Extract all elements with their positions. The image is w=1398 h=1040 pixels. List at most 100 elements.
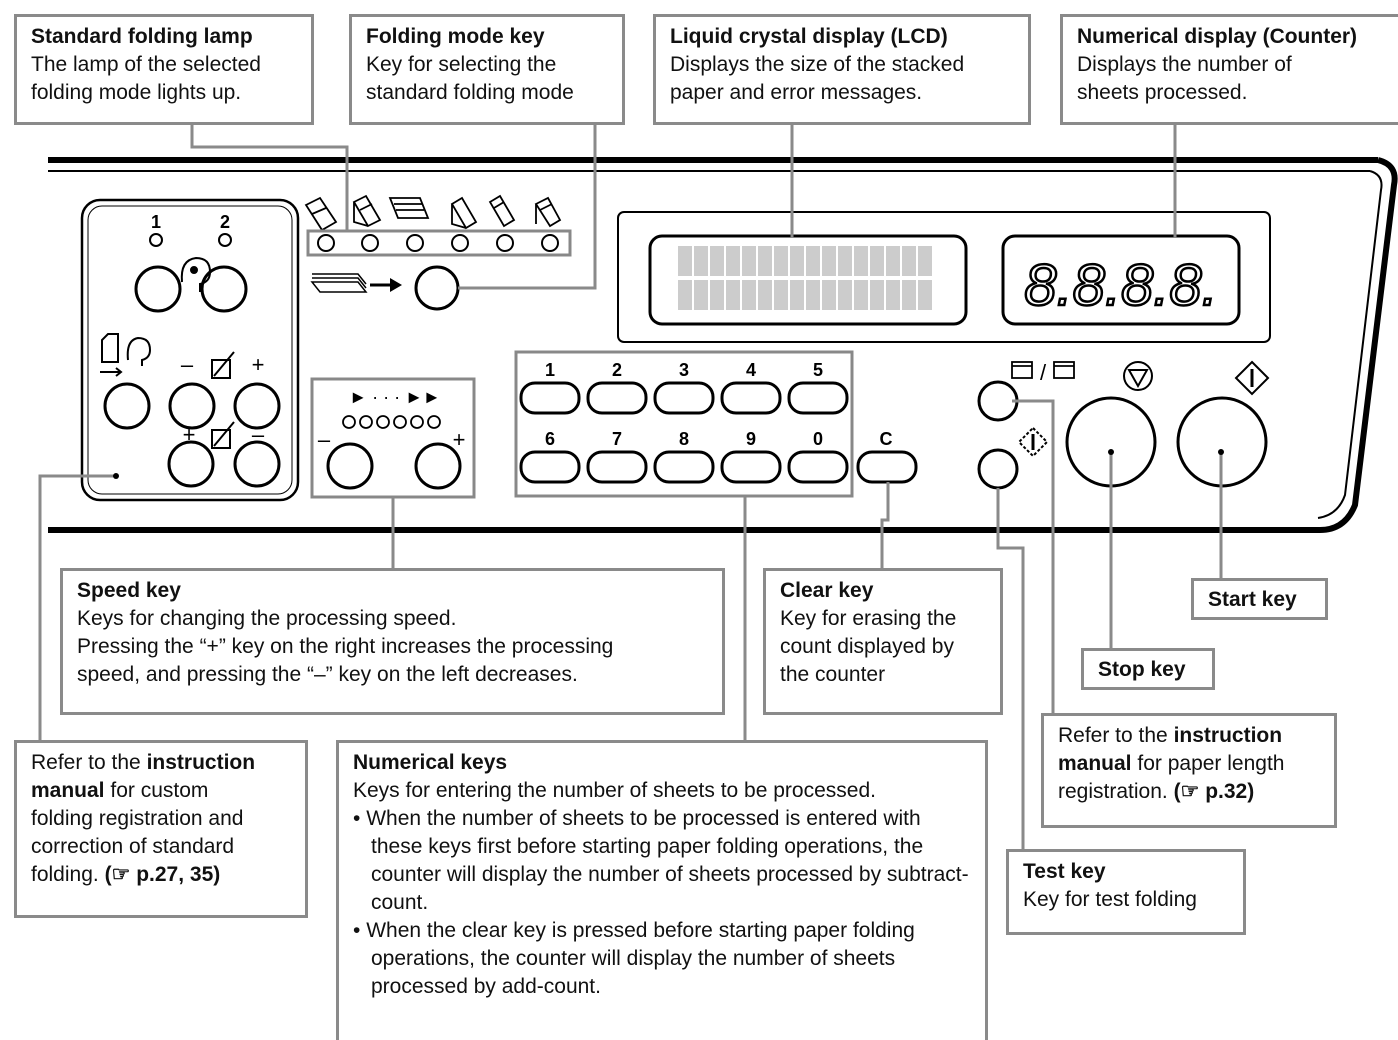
numeric-key-0[interactable] xyxy=(787,450,849,484)
fold-adjust-minus2-button[interactable] xyxy=(167,440,215,488)
bullet-item: • When the clear key is pressed before s… xyxy=(353,919,915,998)
text-bold: instruction xyxy=(1173,724,1283,747)
numeric-key-2[interactable] xyxy=(586,381,648,415)
paper-size-toggle-icon xyxy=(1011,361,1075,379)
lcd-cell xyxy=(918,246,932,276)
lcd-cell xyxy=(806,246,820,276)
lcd-cell xyxy=(710,246,724,276)
numeric-key-label: 3 xyxy=(679,360,689,380)
mode-1-label: 1 xyxy=(151,212,161,232)
fold-adjust-plus-button[interactable] xyxy=(233,382,281,430)
folding-mode-key[interactable] xyxy=(414,265,460,311)
toggle-slash: / xyxy=(1040,360,1047,385)
plus-sign: + xyxy=(252,352,265,377)
lcd-cell xyxy=(774,280,788,310)
mode-2-label: 2 xyxy=(220,212,230,232)
callout-title: Stop key xyxy=(1098,658,1186,681)
test-key[interactable] xyxy=(977,448,1019,490)
bullet-text: When the number of sheets to be processe… xyxy=(366,807,969,914)
text-bold: manual xyxy=(31,779,105,802)
numeric-key-5[interactable] xyxy=(787,381,849,415)
speed-minus-sign: – xyxy=(318,427,331,452)
numeric-key-9[interactable] xyxy=(720,450,782,484)
paper-length-register-key[interactable] xyxy=(977,380,1019,422)
callout-title: Clear key xyxy=(780,579,874,602)
numeric-key-label: 6 xyxy=(545,429,555,449)
lcd-cell xyxy=(678,280,692,310)
lcd-cell xyxy=(822,246,836,276)
left-subpanel xyxy=(80,198,300,502)
text-pre: Refer to the xyxy=(1058,724,1174,747)
lcd-cell xyxy=(726,246,740,276)
callout-line: count displayed by xyxy=(780,635,954,658)
clear-key[interactable] xyxy=(856,450,918,484)
paper-length-button[interactable] xyxy=(103,382,151,430)
mode-1-lamp xyxy=(149,233,163,247)
fold-lamp-6 xyxy=(541,234,559,252)
custom-mode-1-button[interactable] xyxy=(134,265,182,313)
lcd-cell xyxy=(790,280,804,310)
callout-title: Test key xyxy=(1023,860,1106,883)
numeric-key-8[interactable] xyxy=(653,450,715,484)
numeric-keypad-frame xyxy=(514,350,854,498)
numeric-key-label: 2 xyxy=(612,360,622,380)
lcd-cell xyxy=(742,280,756,310)
lcd-cell xyxy=(822,280,836,310)
lcd-screen xyxy=(648,234,968,326)
clear-key-label: C xyxy=(880,429,893,449)
speed-plus-sign: + xyxy=(453,427,466,452)
callout-title: Standard folding lamp xyxy=(31,25,253,48)
fold-adjust-plus2-button[interactable] xyxy=(233,440,281,488)
fold-lamp-5 xyxy=(496,234,514,252)
speed-lamps xyxy=(342,415,441,429)
text-bold: manual xyxy=(1058,752,1132,775)
numeric-key-3[interactable] xyxy=(653,381,715,415)
callout-line: Keys for changing the processing speed. xyxy=(77,607,457,630)
numeric-key-label: 0 xyxy=(813,429,823,449)
callout-line: standard folding mode xyxy=(366,81,574,104)
callout-line: Key for erasing the xyxy=(780,607,957,630)
minus-sign: – xyxy=(181,352,194,377)
lcd-cell xyxy=(678,246,692,276)
callout-title: Start key xyxy=(1208,588,1297,611)
bullet-text: When the clear key is pressed before sta… xyxy=(366,919,915,998)
fold-lamp-4 xyxy=(451,234,469,252)
callout-line: sheets processed. xyxy=(1077,81,1248,104)
lcd-cell xyxy=(758,280,772,310)
speed-plus-button[interactable] xyxy=(414,442,462,490)
speed-minus-button[interactable] xyxy=(326,442,374,490)
fold-adjust-icon xyxy=(211,351,235,379)
callout-line: the counter xyxy=(780,663,886,686)
lcd-cell xyxy=(854,280,868,310)
callout-line: Key for selecting the xyxy=(366,53,557,76)
numeric-key-6[interactable] xyxy=(519,450,581,484)
callout-title: Numerical keys xyxy=(353,751,508,774)
paper-length-icon xyxy=(100,333,152,377)
callout-speed-key: Speed key Keys for changing the processi… xyxy=(60,568,725,715)
fold-adjust-minus-button[interactable] xyxy=(168,382,216,430)
numeric-key-label: 1 xyxy=(545,360,555,380)
lcd-cell xyxy=(710,280,724,310)
text-pre: Refer to the xyxy=(31,751,147,774)
callout-line: Key for test folding xyxy=(1023,888,1197,911)
counter-digits: 8.8.8.8. xyxy=(1024,253,1217,318)
numeric-key-7[interactable] xyxy=(586,450,648,484)
paper-stack-icon xyxy=(310,273,368,293)
numeric-key-1[interactable] xyxy=(519,381,581,415)
bullet-item: • When the number of sheets to be proces… xyxy=(353,807,969,914)
lcd-cell xyxy=(870,246,884,276)
lcd-cell xyxy=(854,246,868,276)
callout-line: correction of standard xyxy=(31,835,235,858)
counter-display xyxy=(1001,234,1241,326)
lcd-cell xyxy=(902,246,916,276)
callout-lcd: Liquid crystal display (LCD) Displays th… xyxy=(653,14,1031,125)
lcd-cell xyxy=(694,280,708,310)
numeric-key-4[interactable] xyxy=(720,381,782,415)
text-bold: instruction xyxy=(146,751,256,774)
custom-mode-2-button[interactable] xyxy=(200,265,248,313)
callout-line: folding mode lights up. xyxy=(31,81,242,104)
callout-paper-length: Refer to the instruction manual for pape… xyxy=(1041,713,1337,828)
callout-line: manual for custom xyxy=(31,777,291,805)
lcd-cell xyxy=(758,246,772,276)
